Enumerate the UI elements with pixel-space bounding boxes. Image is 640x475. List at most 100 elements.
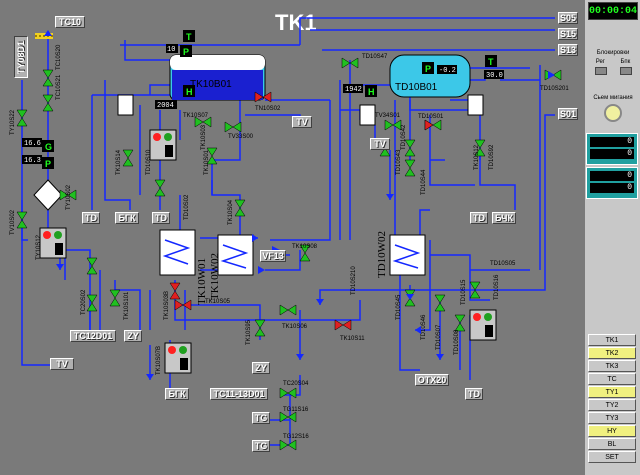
- tab-tk1[interactable]: TK1: [588, 334, 636, 346]
- counter-1-value-a: 0: [590, 137, 634, 147]
- valve-label: TD10S46: [421, 314, 427, 340]
- valve-label: TK10S03B: [164, 291, 170, 320]
- tab-tk3[interactable]: TK3: [588, 360, 636, 372]
- counter-2-value-b: 0: [590, 183, 634, 193]
- valve-label: TK10S07: [183, 113, 209, 119]
- pump-icon: [164, 342, 192, 374]
- tag-bchk[interactable]: БЧК: [492, 212, 516, 224]
- value-166: 16.6: [24, 140, 41, 148]
- pump-icon: [149, 129, 177, 161]
- pump-icon: [39, 227, 67, 259]
- tag-zy1[interactable]: ZY: [124, 330, 142, 342]
- blocking-reg-label: Рег: [595, 59, 605, 65]
- valve-label: TD10S201: [540, 86, 569, 92]
- nav-s01-button[interactable]: S01: [558, 108, 578, 120]
- tab-ty2[interactable]: TY2: [588, 399, 636, 411]
- tag-tv-left[interactable]: TV: [50, 358, 74, 370]
- tank-td10b01-label: TD10B01: [395, 82, 438, 93]
- valve-label: TD10S47: [362, 54, 388, 60]
- blocking-toggle-right[interactable]: [619, 67, 632, 75]
- valve-label: TD10S10: [146, 149, 152, 175]
- tag-tc12d01[interactable]: TC12D01: [70, 330, 116, 342]
- valve-label: TK10S04: [228, 199, 234, 225]
- indicator-p1: P: [183, 47, 189, 57]
- tab-hy[interactable]: HY: [588, 425, 636, 437]
- indicator-p3: P: [45, 159, 51, 169]
- nav-s05-button[interactable]: S05: [558, 12, 578, 24]
- valve-label: TK10S101: [124, 291, 130, 320]
- valve-label: TY10S22: [10, 109, 16, 135]
- blocking-bpk-label: Бпк: [620, 59, 631, 65]
- valve-label: TD10S01: [418, 114, 444, 120]
- exchanger-td10w02-label: TD10W02: [376, 231, 388, 278]
- tag-td-bottom[interactable]: TD: [465, 388, 483, 400]
- tab-set[interactable]: SET: [588, 451, 636, 463]
- blocking-title: Блокировки: [596, 50, 630, 56]
- tag-tc1113[interactable]: TC11-13D01: [210, 388, 268, 400]
- tag-bgk1[interactable]: БГК: [115, 212, 139, 224]
- valve-label: TK10S11: [340, 336, 365, 342]
- tag-vf13[interactable]: VF13: [260, 250, 286, 262]
- value-300: 30.0: [486, 72, 503, 80]
- tag-bgk2[interactable]: БГК: [165, 388, 189, 400]
- tab-tc[interactable]: TC: [588, 373, 636, 385]
- valve-label: TK10S95: [246, 319, 252, 345]
- valve-label: TK10S03: [201, 124, 207, 150]
- blocking-panel: Блокировки Рег Бпк: [588, 50, 638, 90]
- valve-label: TD10S05: [490, 261, 516, 267]
- counter-1-value-b: 0: [590, 149, 634, 159]
- tag-td-left[interactable]: TD: [82, 212, 100, 224]
- valve-label: TD10S07: [436, 324, 442, 350]
- tab-ty1[interactable]: TY1: [588, 386, 636, 398]
- tag-tv-right[interactable]: TV: [370, 138, 390, 150]
- tag-tg1[interactable]: TG: [252, 412, 270, 424]
- tab-ty3[interactable]: TY3: [588, 412, 636, 424]
- valve-label: TY10S02: [66, 184, 72, 210]
- valve-label: TK10S12: [474, 144, 480, 170]
- reset-blink-label: Сьем мигания: [593, 95, 633, 101]
- valve-label: TC10S20: [56, 44, 62, 70]
- nav-s15-button[interactable]: S15: [558, 28, 578, 40]
- valve-label: TK10S01: [204, 149, 210, 175]
- reset-blink-button[interactable]: [604, 104, 622, 122]
- valve-label: TD10S210: [351, 266, 357, 295]
- valve-label: TK10S08: [292, 244, 318, 250]
- tag-tc10[interactable]: TC10: [55, 16, 85, 28]
- screen-title: TK1: [275, 10, 317, 35]
- exchanger-tk10w02-label: TK10W02: [209, 253, 221, 300]
- counter-box-1: 0 0: [586, 133, 638, 165]
- valve-label: TD10S44: [421, 169, 427, 195]
- tag-tg2[interactable]: TG: [252, 440, 270, 452]
- value-1942: 1942: [345, 86, 362, 94]
- valve-label: TY10S12: [36, 234, 42, 260]
- reset-blink-panel: Сьем мигания: [588, 95, 638, 127]
- value-10: 10: [167, 46, 175, 54]
- tag-tv-mid[interactable]: TV: [292, 116, 312, 128]
- valve-label: TV33S00: [228, 134, 254, 140]
- valve-label: TD10S43: [396, 149, 402, 175]
- tab-bl[interactable]: BL: [588, 438, 636, 450]
- tag-td-mid[interactable]: TD: [152, 212, 170, 224]
- blocking-toggle-left[interactable]: [594, 67, 607, 75]
- valve-label: TK10S05: [205, 299, 231, 305]
- valve-label: TD10S15: [461, 279, 467, 305]
- valve-label: TV10S02: [10, 209, 16, 235]
- tag-ty08d1[interactable]: TY08D1: [14, 36, 28, 78]
- valve-label: TD10S45: [396, 294, 402, 320]
- indicator-t1: T: [186, 32, 192, 42]
- tank-tk10b01-label: TK10B01: [190, 79, 232, 90]
- nav-s13-button[interactable]: S13: [558, 44, 578, 56]
- valve-label: TC20S04: [283, 381, 309, 387]
- valve-label: TG12S16: [283, 434, 309, 440]
- valve-label: TK10S14: [116, 149, 122, 175]
- tag-zy2[interactable]: ZY: [252, 362, 270, 374]
- valve-label: TN10S02: [255, 106, 281, 112]
- exchanger-tk10w01-label: TK10W01: [196, 258, 208, 305]
- tag-td-r1[interactable]: TD: [470, 212, 488, 224]
- valve-label: TK10S07B: [156, 346, 162, 375]
- tag-otx20[interactable]: OTX20: [415, 374, 449, 386]
- indicator-t2: T: [488, 57, 494, 67]
- tab-tk2[interactable]: TK2: [588, 347, 636, 359]
- valve-label: TC20S02: [81, 289, 87, 315]
